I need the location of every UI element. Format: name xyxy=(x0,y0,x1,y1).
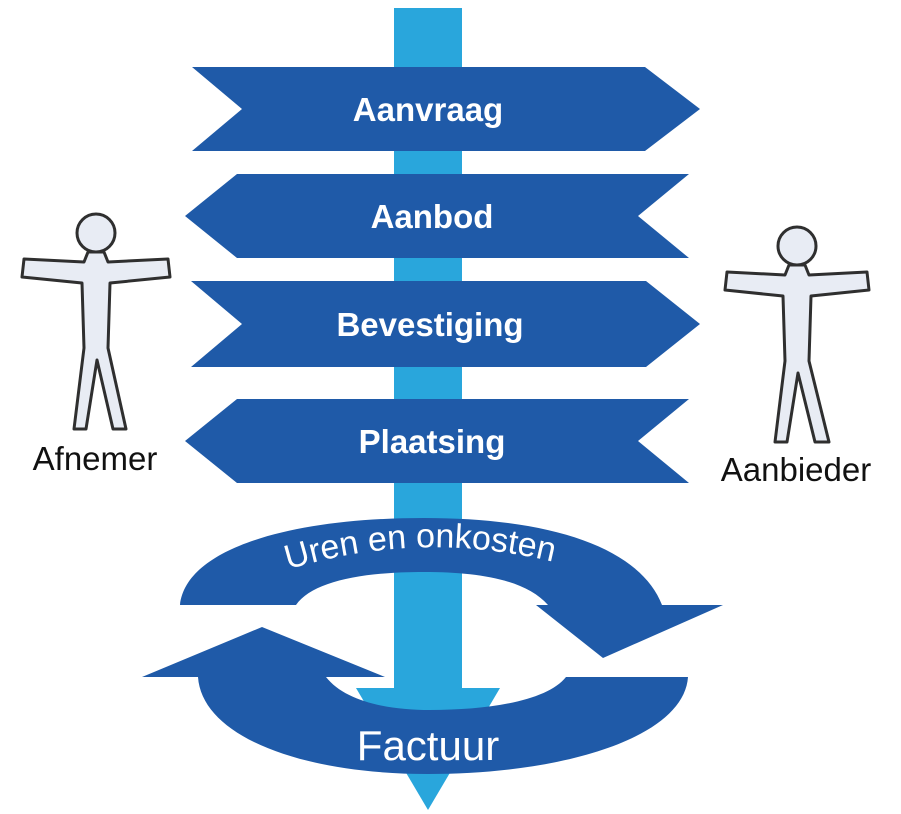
step-label-aanbod: Aanbod xyxy=(371,198,494,235)
afnemer-figure-icon xyxy=(20,212,172,431)
step-arrow-aanvraag: Aanvraag xyxy=(192,67,700,151)
cycle-arrow-top: Uren en onkosten xyxy=(180,517,723,658)
step-label-bevestiging: Bevestiging xyxy=(336,306,523,343)
aanbieder-figure-icon xyxy=(723,225,871,444)
step-arrow-plaatsing: Plaatsing xyxy=(185,399,689,483)
actor-label-afnemer: Afnemer xyxy=(33,440,158,477)
actor-label-aanbieder: Aanbieder xyxy=(721,451,871,488)
step-arrow-aanbod: Aanbod xyxy=(185,174,689,258)
step-label-aanvraag: Aanvraag xyxy=(353,91,503,128)
step-arrow-bevestiging: Bevestiging xyxy=(191,281,700,367)
cycle-label-factuur: Factuur xyxy=(357,722,499,769)
cycle-arrow-bottom: Factuur xyxy=(142,627,688,774)
step-label-plaatsing: Plaatsing xyxy=(359,423,506,460)
